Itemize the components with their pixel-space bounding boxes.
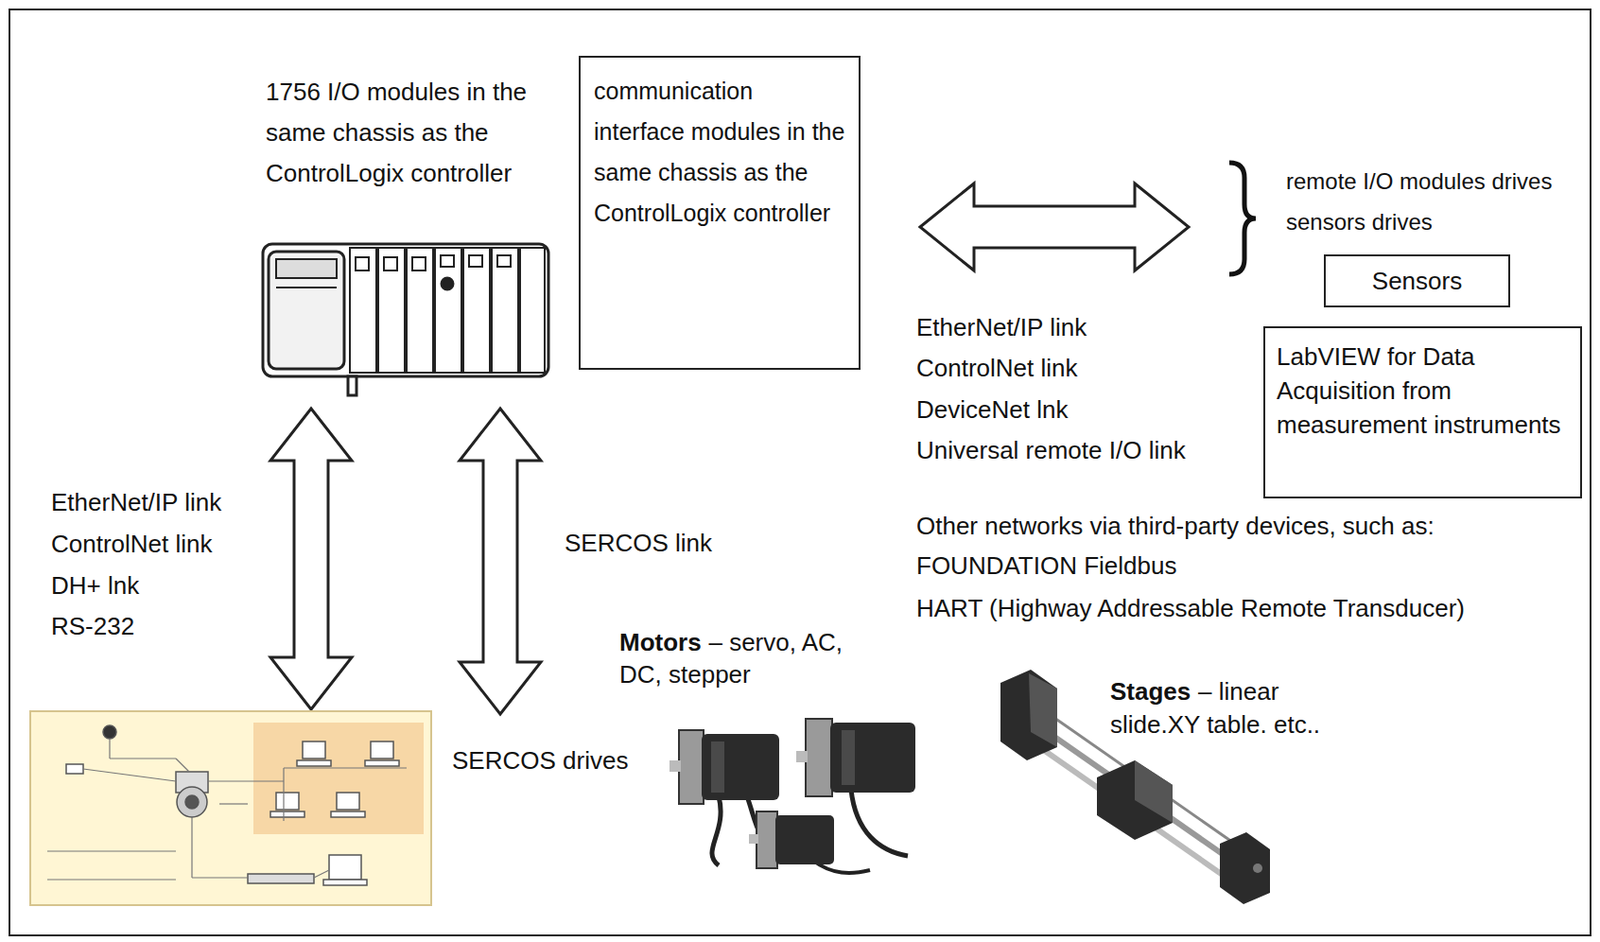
network-name: RS-232 — [51, 606, 267, 647]
labview-box: LabVIEW for Data Acquisition from measur… — [1263, 326, 1583, 499]
box-text: Sensors — [1335, 265, 1499, 296]
network-name: FOUNDATION Fieldbus — [916, 545, 1569, 587]
network-name: ControlNet link — [916, 347, 1238, 389]
network-name: Universal remote I/O link — [916, 430, 1238, 471]
curly-brace — [1229, 162, 1256, 275]
network-name: EtherNet/IP link — [916, 307, 1238, 348]
double-arrow — [270, 408, 352, 710]
network-note: Other networks via third-party devices, … — [916, 505, 1569, 547]
box-text: LabVIEW for Data Acquisition from measur… — [1276, 339, 1569, 442]
double-arrow — [920, 183, 1189, 271]
chassis-note: 1756 I/O modules in the same chassis as … — [265, 71, 569, 194]
network-name: ControlNet link — [51, 523, 267, 565]
controllogix-chassis — [262, 243, 549, 396]
network-name: HART (Highway Addressable Remote Transdu… — [916, 588, 1569, 629]
network-name: DeviceNet lnk — [916, 389, 1238, 431]
network-illustration — [30, 711, 432, 905]
remote-devices-note: remote I/O modules drives sensors drives — [1286, 160, 1582, 243]
motors-caption: Motors– servo, AC, DC, stepper — [619, 626, 877, 691]
stages-caption: Stages– linear slide.XY table. etc.. — [1110, 675, 1362, 742]
caption-heading: Stages — [1110, 677, 1191, 706]
link-name: SERCOS link — [564, 522, 811, 564]
interface-box: communication interface modules in the s… — [578, 55, 861, 370]
box-text: communication interface modules in the s… — [593, 70, 846, 234]
network-name: EtherNet/IP link — [51, 482, 267, 523]
network-name: DH+ lnk — [51, 565, 267, 607]
drive-name: SERCOS drives — [452, 740, 661, 782]
caption-heading: Motors — [619, 627, 702, 657]
sensors-box: Sensors — [1323, 254, 1511, 308]
double-arrow — [459, 408, 541, 714]
motors-photo — [664, 709, 929, 883]
